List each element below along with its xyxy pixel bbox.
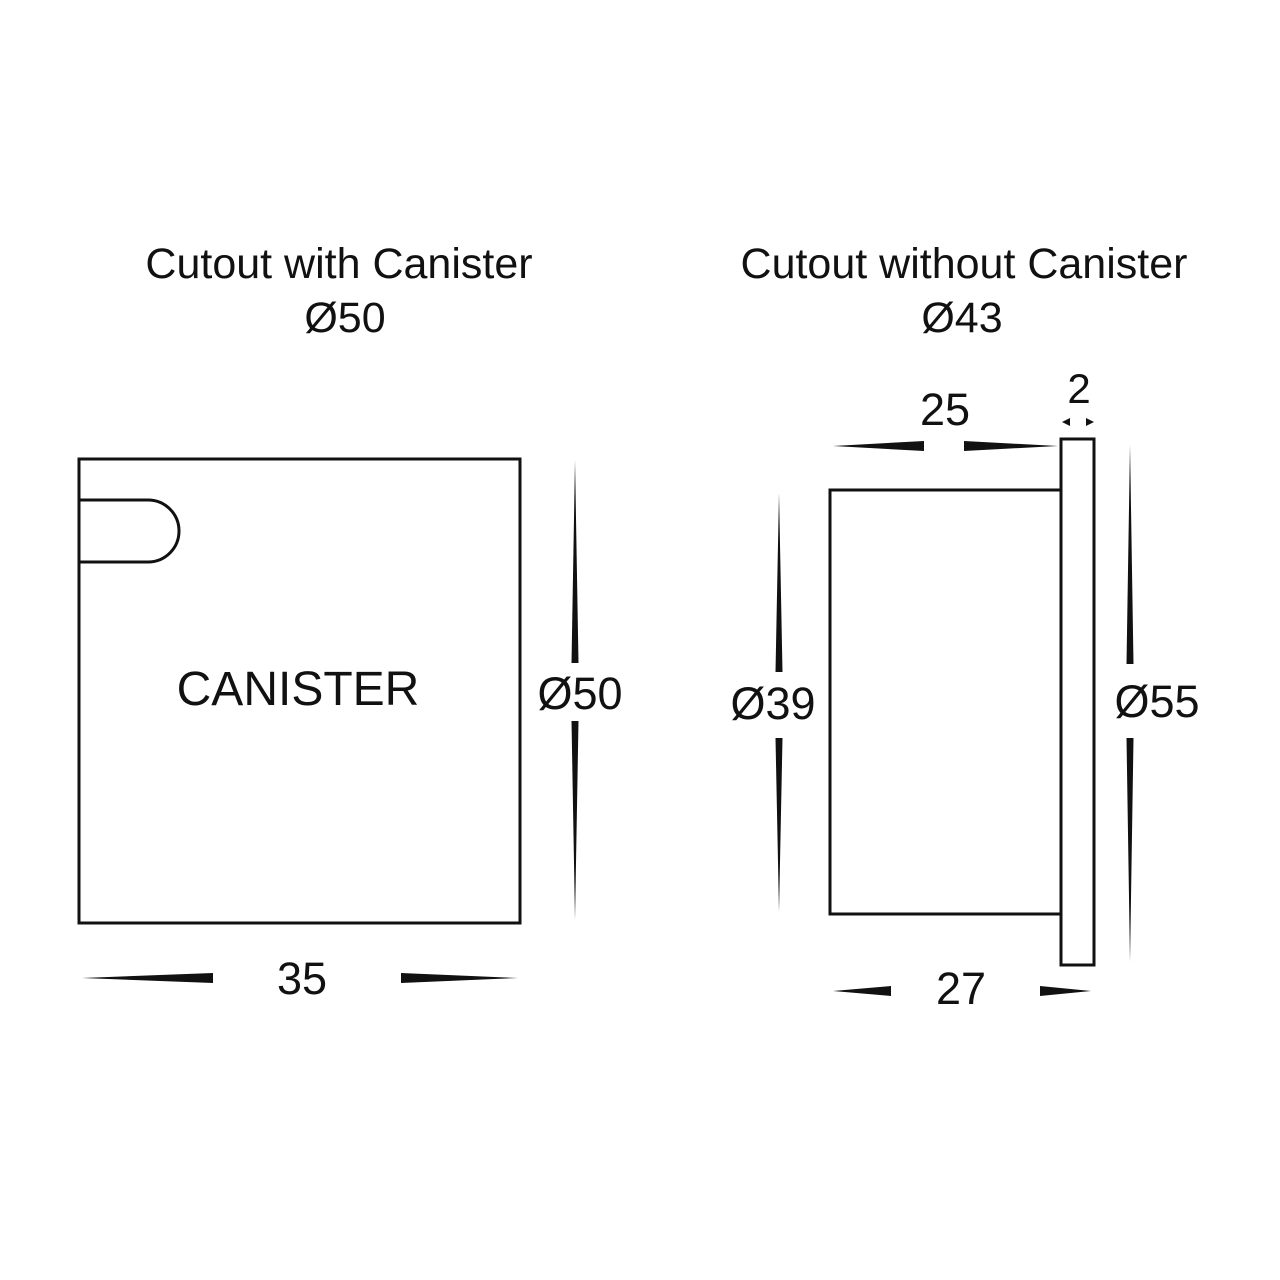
body-depth-arrow-left (833, 441, 924, 451)
body-diameter-arrow-down (775, 738, 783, 912)
depth-dimension: 35 (277, 953, 327, 1004)
body-diameter-dimension: Ø39 (730, 678, 815, 729)
height-arrow-up (571, 460, 579, 663)
canister-body (77, 457, 522, 925)
total-depth-arrow-left (833, 986, 891, 996)
height-dimension: Ø50 (537, 668, 622, 719)
right-heading: Cutout without Canister (741, 240, 1188, 288)
flange-diameter-dimension: Ø55 (1114, 676, 1199, 727)
flange-thickness-dimension: 2 (1067, 365, 1090, 412)
depth-arrow-right (401, 973, 518, 983)
canister-label: CANISTER (177, 663, 420, 716)
body-depth-arrow-right (964, 441, 1058, 451)
right-view: Cutout without Canister Ø43 25 2 Ø39 Ø55… (730, 240, 1199, 1014)
height-arrow-down (571, 721, 579, 920)
right-cutout-diameter: Ø43 (921, 294, 1002, 342)
left-cutout-diameter: Ø50 (304, 294, 385, 342)
flange-diameter-arrow-down (1126, 738, 1134, 962)
body-diameter-arrow-up (775, 493, 783, 672)
total-depth-dimension: 27 (936, 963, 986, 1014)
light-flange (1059, 437, 1096, 967)
flange-diameter-arrow-up (1126, 445, 1134, 664)
light-body (828, 488, 1063, 916)
body-depth-dimension: 25 (920, 384, 970, 435)
left-view: Cutout with Canister Ø50 CANISTER Ø50 35 (77, 240, 623, 1004)
flange-thickness-arrow-left (1062, 418, 1070, 426)
canister-tab (79, 498, 181, 564)
left-heading: Cutout with Canister (145, 240, 532, 288)
total-depth-arrow-right (1040, 986, 1091, 996)
flange-thickness-arrow-right (1086, 418, 1094, 426)
depth-arrow-left (82, 973, 213, 983)
